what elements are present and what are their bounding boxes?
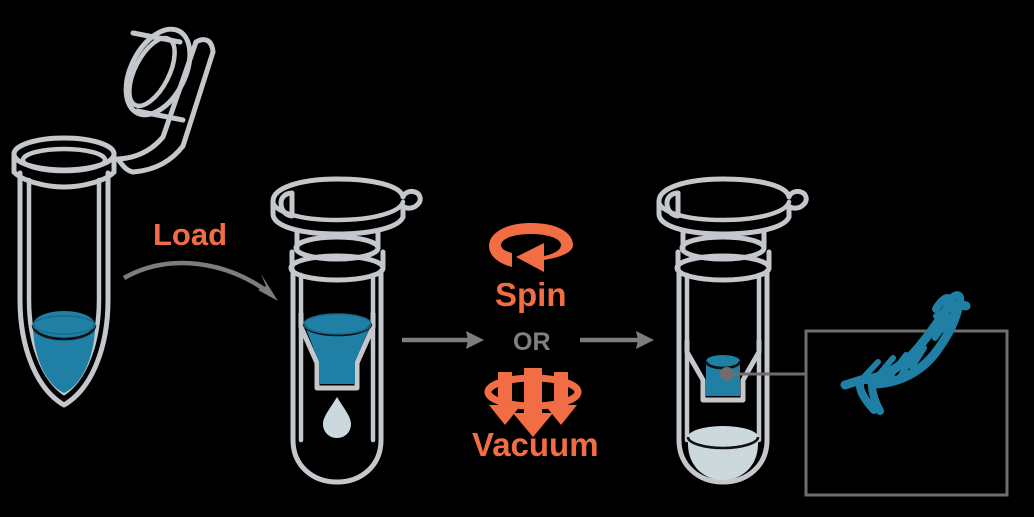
column-funnel-housing-processed [684,338,762,403]
vacuum-option: Vacuum [472,368,599,463]
column-cap-processed [656,176,809,237]
column-funnel-housing-loaded [298,311,376,391]
tube-rim [11,135,117,190]
load-arrow-curve [122,260,270,294]
or-label: OR [513,328,551,356]
tube-body [17,170,111,408]
spin-option: Spin [489,223,573,313]
sample-liquid [31,311,97,393]
column-neck-processed [674,229,772,283]
dna-double-helix-icon [840,291,971,415]
loaded-sample-liquid [302,313,373,384]
transition-arrow-right-head [636,331,654,349]
vacuum-label: Vacuum [472,426,599,463]
tube-cap-hinge [115,37,216,175]
transition-arrow-left [402,331,484,349]
transition-arrow-right [580,331,654,349]
transition-arrow-left-head [466,331,484,349]
droplet-icon [323,397,351,438]
callout-box [804,329,1009,497]
column-neck-loaded [288,229,386,283]
spin-label: Spin [495,276,567,313]
step-loaded-column [270,176,423,485]
circular-rotation-arrow-icon [489,223,573,272]
flowthrough-liquid [686,426,760,480]
step-sample-tube [11,26,216,408]
downward-suction-arrows-icon [484,368,582,437]
load-arrow-head [258,274,278,301]
column-barrel-loaded [290,268,384,485]
step-processed-column [656,176,809,485]
load-label: Load [153,217,227,252]
column-cap-loaded [270,176,423,237]
column-barrel-processed [676,268,770,485]
tube-cap [123,26,193,123]
load-step-annotation: Load [122,217,278,301]
dna-callout [720,291,1009,497]
